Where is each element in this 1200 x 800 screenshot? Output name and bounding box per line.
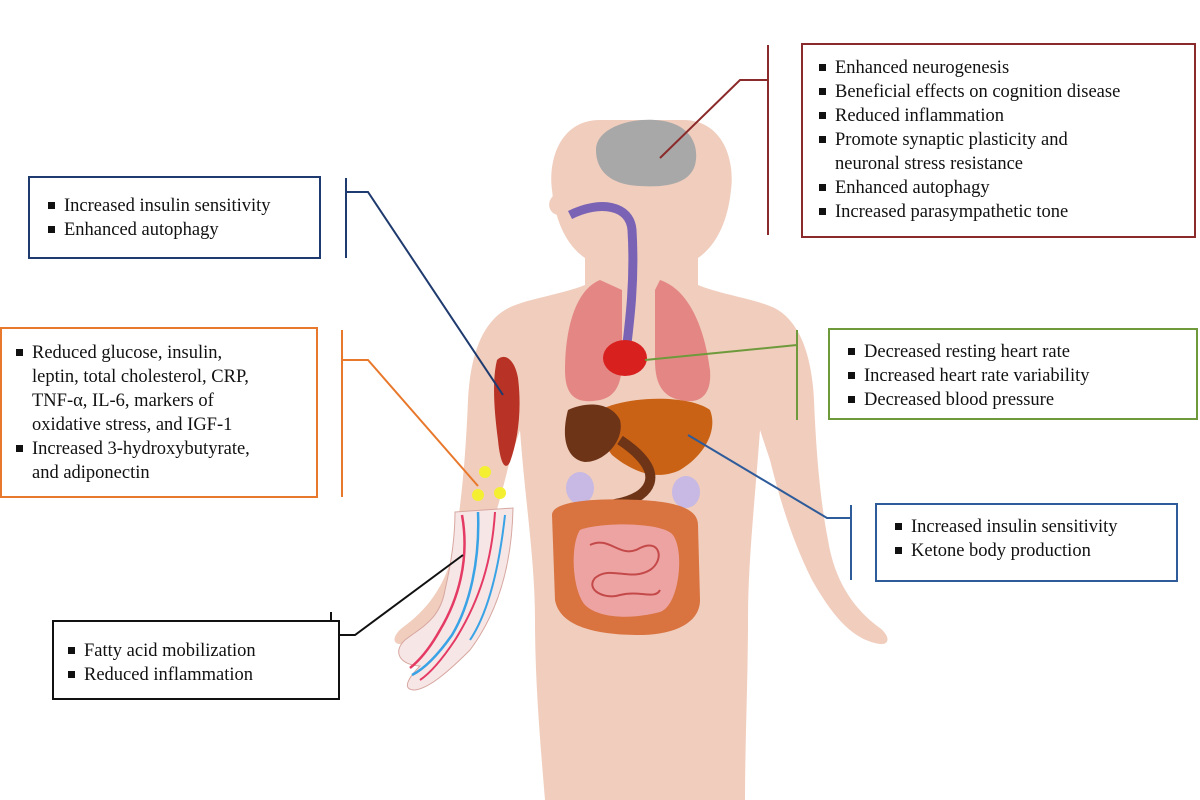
callout-adipose-item: Reduced inflammation — [66, 663, 328, 687]
callout-liver-item: Increased insulin sensitivity — [893, 515, 1166, 539]
callout-muscle-effects: Increased insulin sensitivity Enhanced a… — [28, 176, 321, 259]
callout-brain-item: Beneficial effects on cognition disease — [817, 80, 1184, 104]
callout-brain-item: Enhanced neurogenesis — [817, 56, 1184, 80]
connector-blood — [341, 330, 479, 497]
connector-muscle — [345, 178, 504, 396]
connector-brain — [659, 45, 769, 235]
callout-muscle-item: Increased insulin sensitivity — [46, 194, 309, 218]
callout-muscle-item: Enhanced autophagy — [46, 218, 309, 242]
callout-brain-item-continuation: neuronal stress resistance — [835, 154, 1024, 174]
callout-brain-item: Increased parasympathetic tone — [817, 200, 1184, 224]
connector-heart — [644, 330, 798, 420]
adipocytes — [472, 466, 506, 501]
brain-organ — [596, 119, 697, 187]
callout-blood-effects: Reduced glucose, insulin, leptin, total … — [0, 327, 318, 498]
callout-heart-item: Decreased blood pressure — [846, 388, 1186, 412]
callout-blood-item: Reduced glucose, insulin, — [14, 341, 308, 365]
connector-liver — [687, 434, 852, 580]
callout-brain-item: Promote synaptic plasticity and — [817, 128, 1184, 152]
callout-heart-item: Decreased resting heart rate — [846, 340, 1186, 364]
callout-heart-effects: Decreased resting heart rate Increased h… — [828, 328, 1198, 420]
callout-brain-item: Reduced inflammation — [817, 104, 1184, 128]
intestines — [552, 499, 700, 635]
muscle-organ — [494, 356, 520, 466]
callout-heart-item: Increased heart rate variability — [846, 364, 1186, 388]
stomach-organ — [564, 404, 621, 462]
heart-organ — [603, 340, 647, 376]
callout-brain-effects: Enhanced neurogenesis Beneficial effects… — [801, 43, 1196, 238]
callout-blood-item-continuation: leptin, total cholesterol, CRP, — [32, 367, 249, 387]
callout-blood-item-continuation: TNF-α, IL-6, markers of — [32, 391, 214, 411]
callout-adipose-effects: Fatty acid mobilization Reduced inflamma… — [52, 620, 340, 700]
callout-liver-item: Ketone body production — [893, 539, 1166, 563]
blood-vessels — [398, 507, 514, 691]
callout-adipose-item: Fatty acid mobilization — [66, 639, 328, 663]
kidney-left — [566, 472, 594, 504]
callout-blood-item-continuation: oxidative stress, and IGF-1 — [32, 415, 233, 435]
lungs — [565, 280, 711, 402]
callout-brain-item: Enhanced autophagy — [817, 176, 1184, 200]
kidney-right — [672, 476, 700, 508]
liver-organ — [598, 398, 713, 475]
callout-blood-item: Increased 3-hydroxybutyrate, — [14, 437, 308, 461]
esophagus — [567, 202, 638, 361]
callout-blood-item-continuation: and adiponectin — [32, 463, 150, 483]
callout-liver-effects: Increased insulin sensitivity Ketone bod… — [875, 503, 1178, 582]
